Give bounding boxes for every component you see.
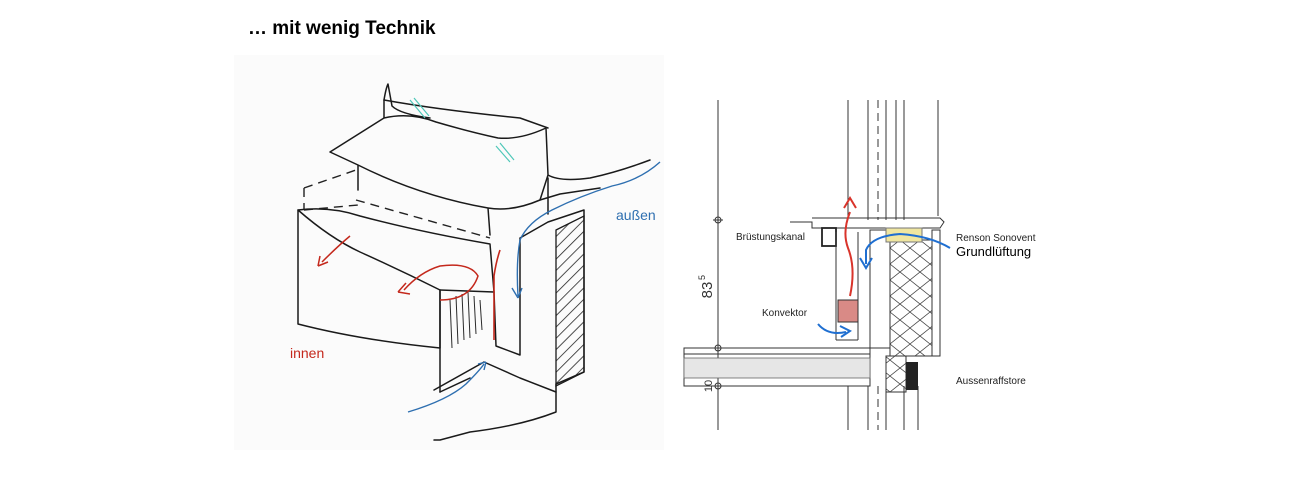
label-aussen: außen (616, 207, 656, 223)
fresh-air-arrowhead (477, 361, 487, 371)
label-aussenraffstore: Aussenraffstore (956, 376, 1026, 387)
sketch-paper (234, 55, 664, 450)
label-grundlueftung: Grundlüftung (956, 244, 1031, 259)
external-blind (906, 362, 918, 390)
label-innen: innen (290, 345, 324, 361)
ventilation-arrow (865, 232, 951, 264)
label-renson-sonovent: Renson Sonovent (956, 233, 1036, 244)
warm-air-arrowhead (843, 196, 857, 209)
label-bruestungskanal: Brüstungskanal (736, 232, 805, 243)
convector-fins (449, 291, 483, 349)
outside-air-path (516, 161, 661, 297)
cladding-layer (931, 229, 941, 357)
parapet-top (297, 208, 495, 293)
warm-air-arrow-1 (403, 264, 479, 301)
warm-air-arrow (844, 211, 854, 297)
floor-slab (433, 361, 557, 441)
parapet-section-drawing: 83 5 10 (683, 100, 1036, 430)
warm-air-rise (493, 249, 501, 340)
convector-intake-arrow (817, 323, 847, 334)
label-konvektor: Konvektor (762, 308, 808, 319)
window-frame-top (383, 99, 601, 215)
sill-cover (329, 83, 651, 236)
fresh-air-inflow (407, 363, 485, 413)
convector-intake-arrowhead (839, 325, 852, 338)
insulation-layer (889, 239, 933, 357)
blind-box-insulation (885, 355, 907, 393)
dimension-height-value: 83 (699, 282, 716, 299)
channel-box (835, 232, 859, 341)
wall-layer-inner (869, 229, 891, 349)
warm-air-arrowhead-2 (317, 255, 329, 267)
convector-element (837, 299, 859, 323)
sill-profile (790, 217, 945, 229)
exterior-wall-hatched (555, 214, 585, 388)
parapet-sketch: innen außen (234, 55, 664, 450)
parapet-front (297, 209, 441, 349)
glass-reflection-lines (409, 97, 515, 163)
warm-air-arrow-2 (321, 235, 351, 263)
dimension-node-top (714, 216, 722, 224)
outside-air-arrowhead (511, 287, 523, 299)
floor-screed (683, 357, 871, 379)
warm-air-arrowhead-1 (397, 282, 411, 295)
dimension-height: 83 5 (697, 275, 716, 298)
slide-title: … mit wenig Technik (248, 18, 436, 39)
dimension-height-sup: 5 (697, 275, 707, 280)
channel-bracket (821, 227, 837, 247)
ventilation-arrowhead (859, 257, 873, 270)
